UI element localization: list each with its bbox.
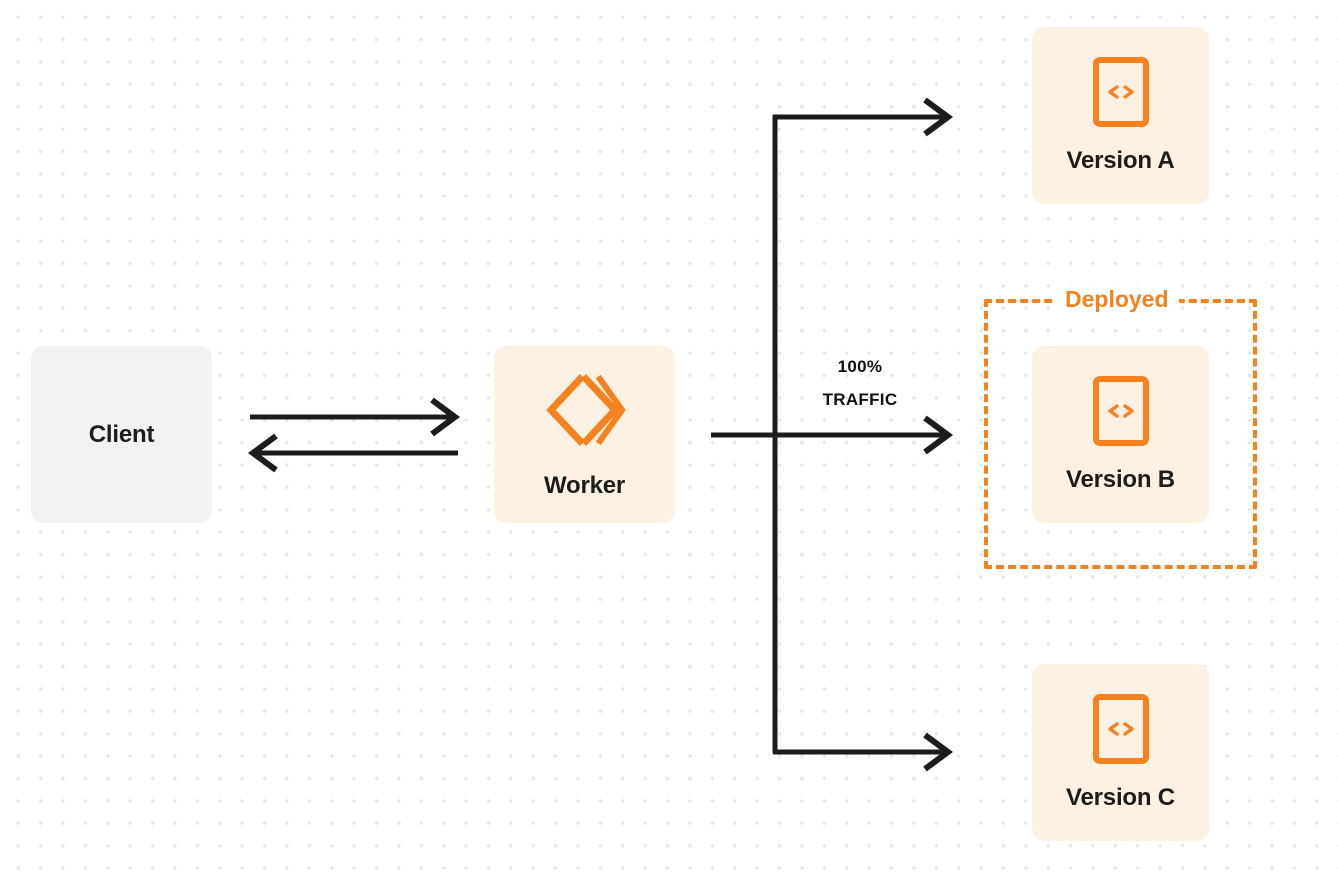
edge-branch-to-version-a	[773, 97, 954, 137]
edge-branch-to-version-b	[775, 415, 954, 455]
node-client-label: Client	[88, 420, 155, 448]
node-version-b-label: Version B	[1066, 465, 1175, 493]
traffic-word: TRAFFIC	[822, 390, 898, 409]
code-icon	[1092, 56, 1149, 127]
node-version-a[interactable]: Version A	[1032, 27, 1209, 204]
cloudflare-workers-logo-icon	[542, 370, 628, 450]
edge-client-to-worker	[250, 397, 461, 437]
deployed-group-label: Deployed	[1055, 285, 1179, 313]
edge-branch-to-version-c	[773, 732, 954, 772]
node-client[interactable]: Client	[31, 346, 212, 523]
node-version-b[interactable]: Version B	[1032, 346, 1209, 523]
code-icon	[1092, 375, 1149, 446]
node-worker[interactable]: Worker	[494, 346, 675, 523]
node-version-c[interactable]: Version C	[1032, 664, 1209, 841]
code-icon	[1092, 693, 1149, 764]
node-version-c-label: Version C	[1066, 783, 1175, 811]
edge-worker-to-client	[247, 433, 458, 473]
node-worker-label: Worker	[543, 471, 626, 499]
node-version-a-label: Version A	[1066, 146, 1175, 174]
traffic-label: 100% TRAFFIC	[790, 350, 930, 416]
traffic-percent: 100%	[837, 357, 883, 376]
